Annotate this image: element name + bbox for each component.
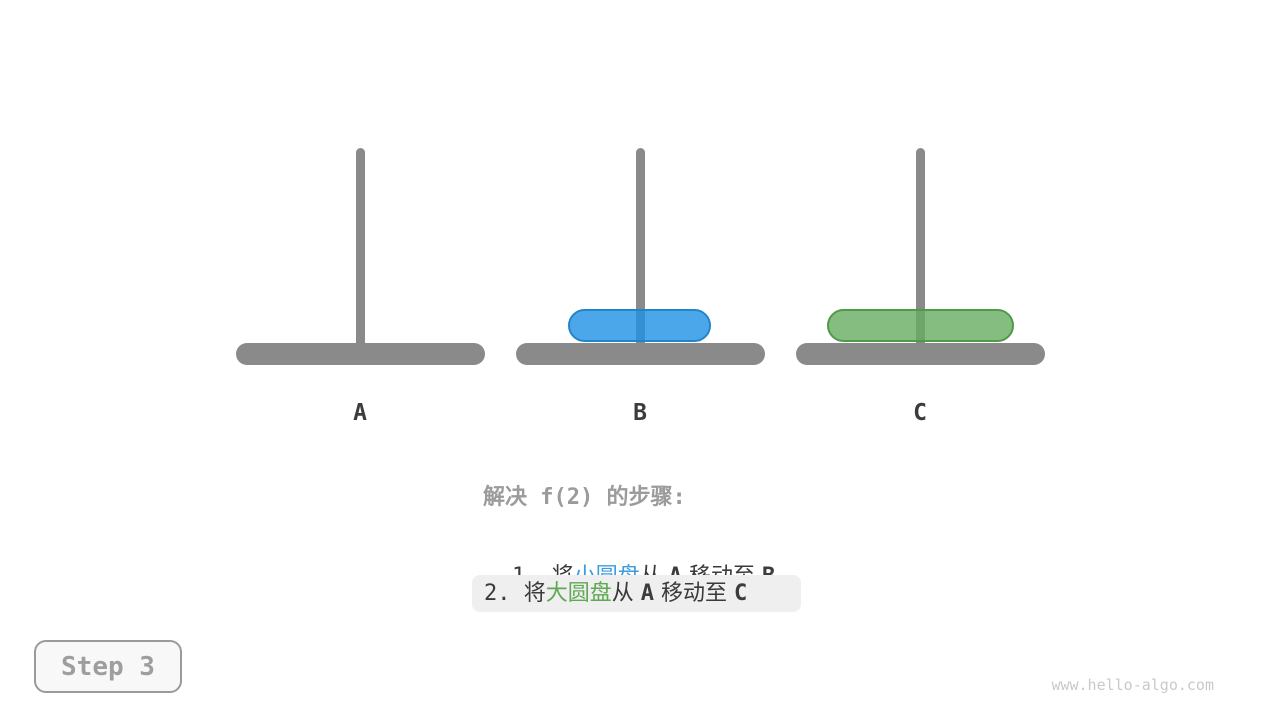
- small-disk: [568, 309, 711, 342]
- step-line-2-highlighted: 2. 将大圆盘从 A 移动至 C: [472, 575, 801, 612]
- peg-b-base: [516, 343, 765, 365]
- peg-b-pole: [636, 148, 645, 350]
- watermark: www.hello-algo.com: [1051, 676, 1214, 694]
- step-2-disk-name: 大圆盘: [545, 580, 612, 606]
- caption-title: 解决 f(2) 的步骤:: [483, 485, 686, 510]
- step-2-mid: 从: [611, 580, 641, 606]
- step-2-number: 2.: [484, 580, 524, 606]
- peg-c-label: C: [913, 400, 927, 426]
- step-2-verb: 移动至: [654, 580, 735, 606]
- peg-a-base: [236, 343, 485, 365]
- peg-a-label: A: [353, 400, 367, 426]
- peg-a-pole: [356, 148, 365, 350]
- step-badge: Step 3: [34, 640, 182, 693]
- large-disk: [827, 309, 1014, 342]
- step-2-pre: 将: [523, 580, 546, 606]
- peg-c-base: [796, 343, 1045, 365]
- step-2-from: A: [640, 580, 655, 606]
- step-2-to: C: [734, 580, 748, 606]
- peg-c-pole: [916, 148, 925, 350]
- peg-b-label: B: [633, 400, 647, 426]
